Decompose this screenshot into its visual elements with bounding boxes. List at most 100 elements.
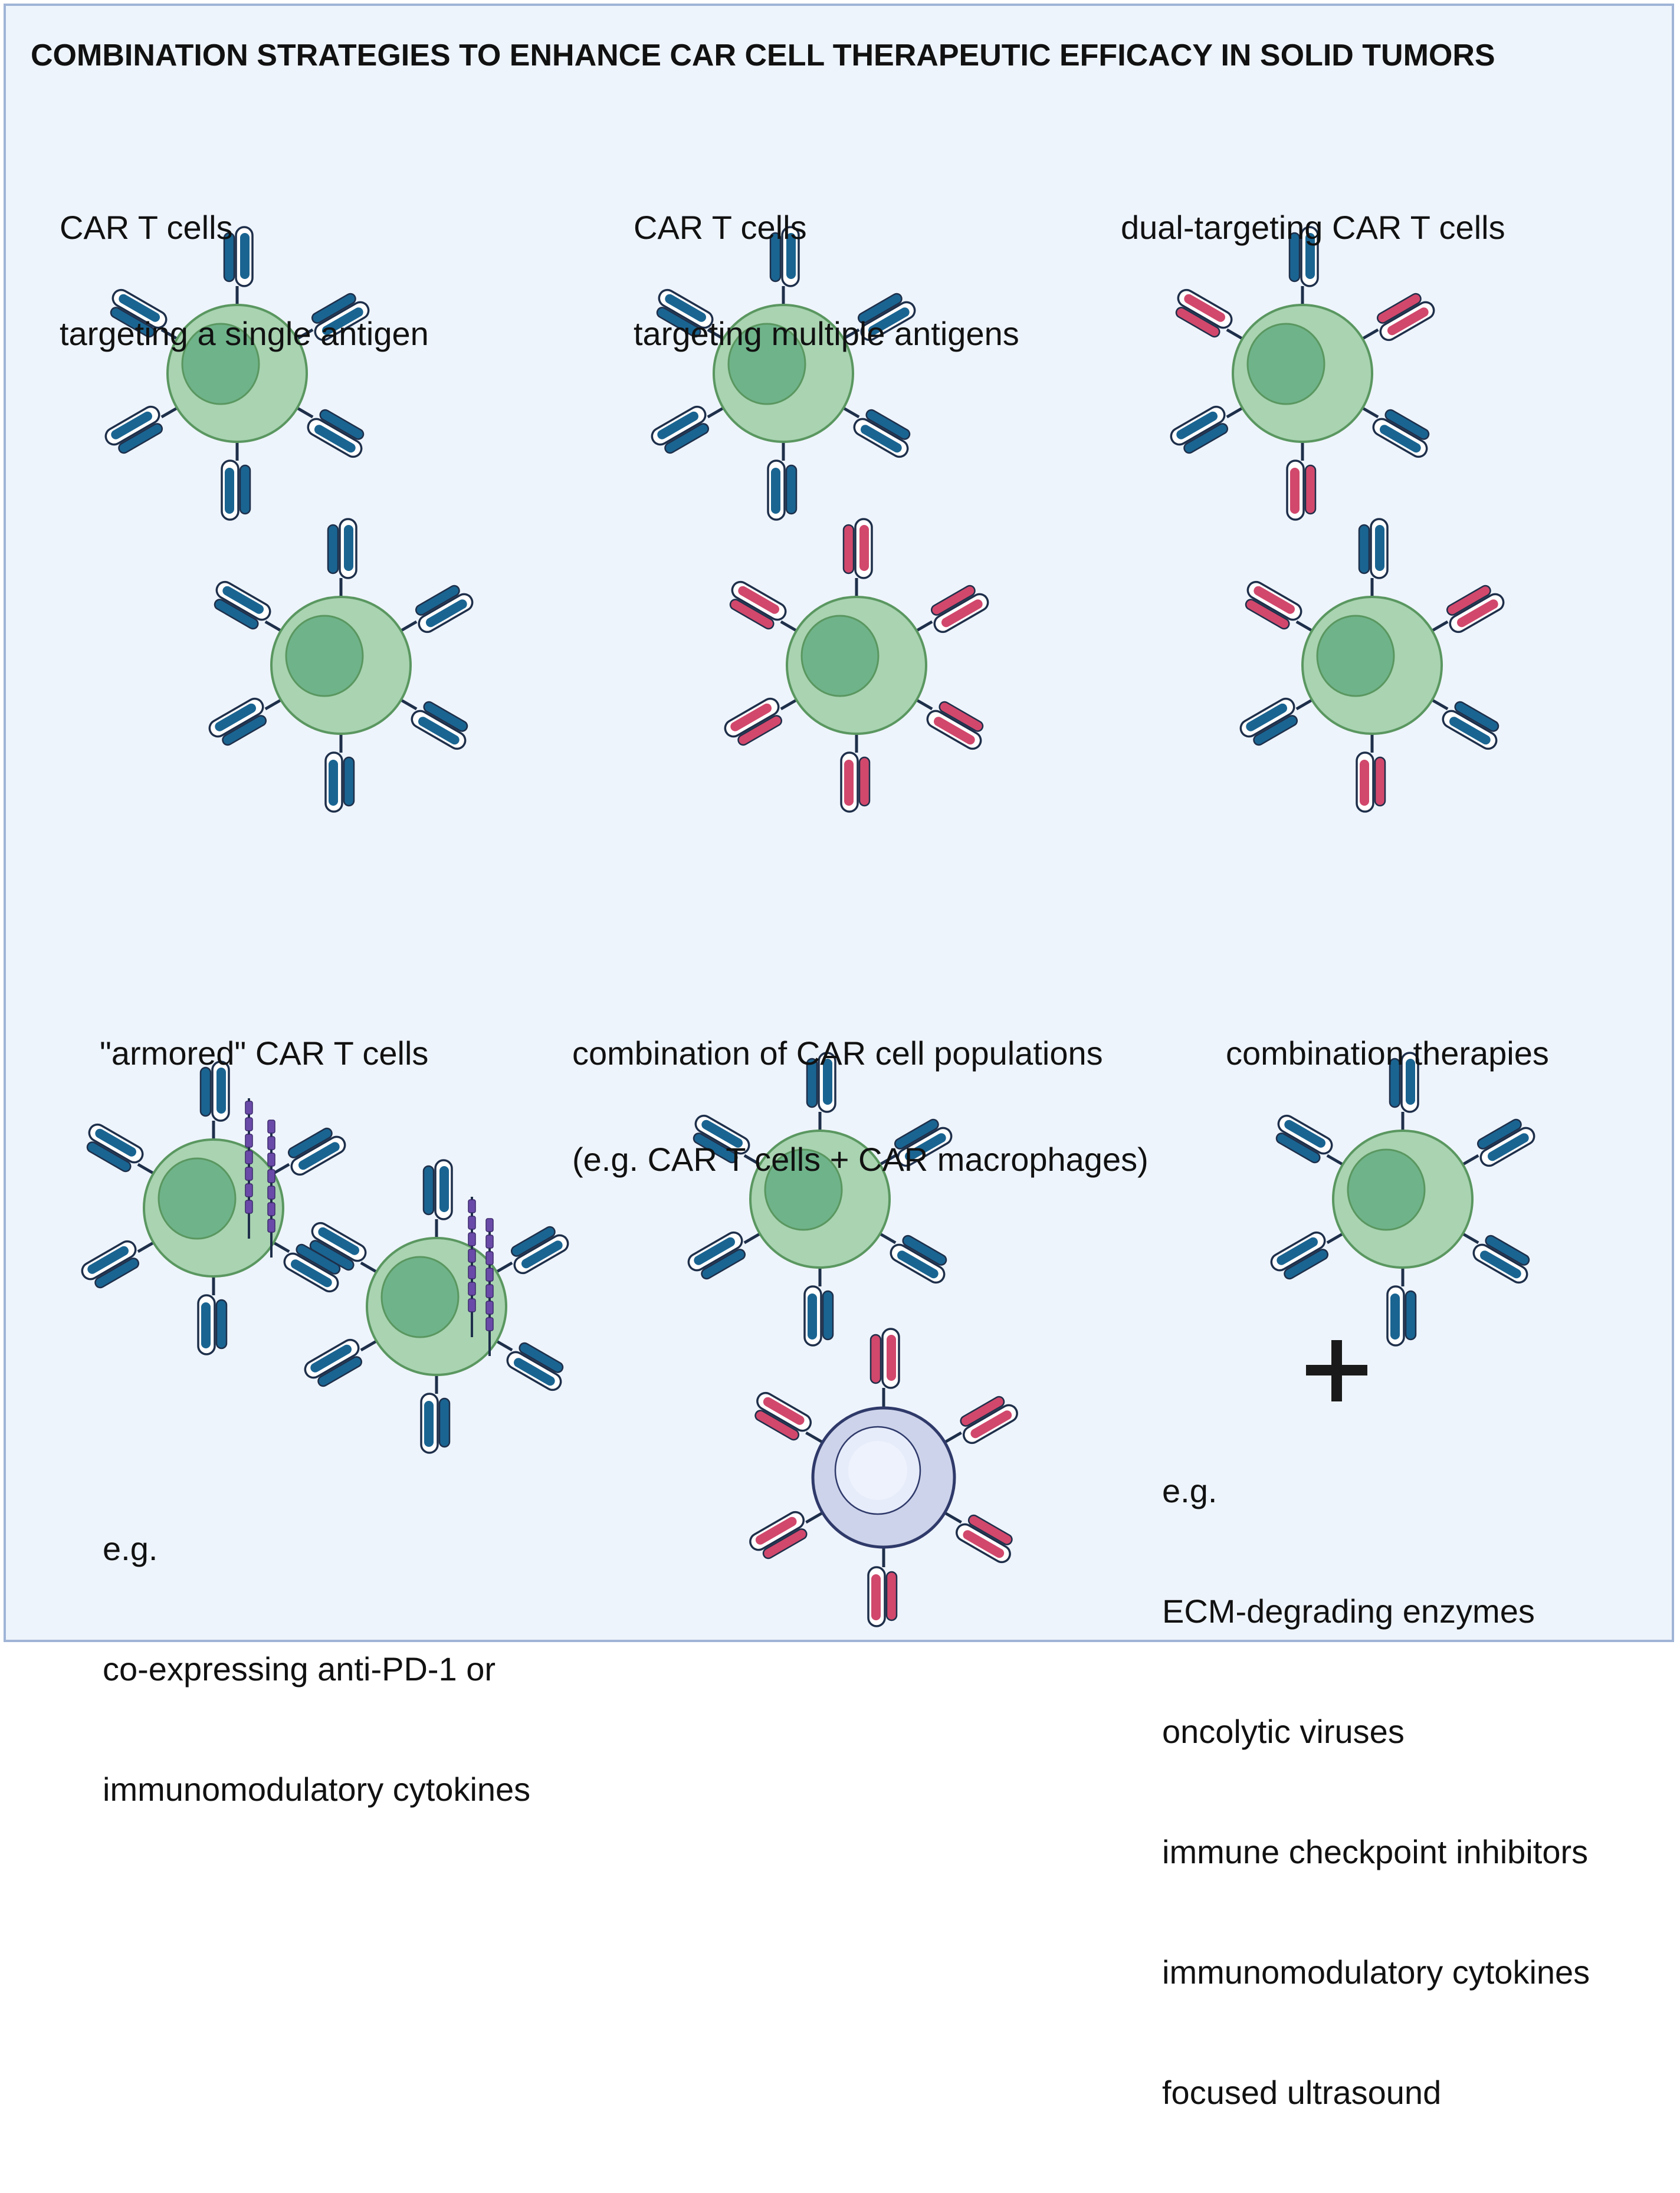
armor-receptor-icon [468, 1197, 476, 1337]
panel-dual-label: dual-targeting CAR T cells [1121, 139, 1505, 316]
t-cell-icon [81, 1061, 346, 1355]
t-cell-icon [1170, 226, 1435, 521]
panel-single-label-line-2: targeting a single antigen [60, 315, 429, 352]
armor-receptor-icon [267, 1120, 275, 1258]
car-receptor-icon [869, 1328, 900, 1408]
car-receptor-icon [877, 1231, 947, 1284]
armor-receptor-icon [485, 1218, 494, 1356]
car-receptor-icon [494, 1226, 569, 1275]
therapies-example-line-3: oncolytic viruses [1162, 1713, 1405, 1750]
car-receptor-icon [1286, 441, 1317, 521]
car-receptor-icon [104, 405, 180, 454]
car-receptor-icon [693, 1114, 763, 1167]
panel-armored-example: e.g. co-expressing anti-PD-1 or immunomo… [103, 1449, 530, 1890]
car-receptor-icon [914, 585, 989, 633]
car-receptor-icon [223, 226, 254, 306]
figure-frame: COMBINATION STRATEGIES TO ENHANCE CAR CE… [4, 4, 1674, 2111]
car-receptor-icon [398, 697, 468, 750]
car-receptor-icon [841, 405, 911, 458]
car-receptor-icon [208, 697, 284, 746]
t-cell-icon [304, 1159, 569, 1454]
car-receptor-icon [769, 226, 800, 306]
car-receptor-icon [840, 733, 871, 813]
car-receptor-icon [841, 293, 916, 342]
car-receptor-icon [420, 1374, 451, 1454]
panel-populations-label-line-1: combination of CAR cell populations [572, 1035, 1103, 1072]
car-receptor-icon [803, 1266, 834, 1347]
therapies-example-line-2: ECM-degrading enzymes [1162, 1593, 1535, 1630]
car-receptor-icon [294, 405, 365, 458]
t-cell-icon [1239, 518, 1505, 813]
car-receptor-icon [943, 1511, 1013, 1564]
car-receptor-icon [324, 733, 355, 813]
car-receptor-icon [1288, 226, 1319, 306]
car-receptor-icon [651, 405, 726, 454]
t-cell-icon [687, 1052, 953, 1347]
car-receptor-icon [1275, 1114, 1346, 1167]
car-receptor-icon [1360, 293, 1435, 342]
car-receptor-icon [767, 441, 798, 521]
car-receptor-icon [494, 1338, 564, 1391]
car-receptor-icon [309, 1222, 379, 1275]
panel-therapies-label: combination therapies [1226, 965, 1549, 1142]
panel-dual-label-line-1: dual-targeting CAR T cells [1121, 209, 1505, 246]
car-receptor-icon [1360, 405, 1430, 458]
t-cell-icon [208, 518, 474, 813]
car-receptor-icon [1386, 1266, 1417, 1347]
car-receptor-icon [110, 288, 180, 342]
panel-armored-label-line-1: "armored" CAR T cells [100, 1035, 429, 1072]
car-receptor-icon [754, 1391, 825, 1445]
armored-example-line-2: co-expressing anti-PD-1 or [103, 1650, 496, 1688]
car-receptor-icon [914, 697, 984, 750]
plus-icon [1306, 1340, 1367, 1401]
armored-example-line-3: immunomodulatory cytokines [103, 1771, 531, 1808]
car-receptor-icon [304, 1338, 379, 1387]
car-receptor-icon [806, 1052, 836, 1132]
panel-therapies-example: e.g. ECM-degrading enzymes oncolytic vir… [1162, 1391, 1590, 2193]
car-receptor-icon [1175, 288, 1245, 342]
car-receptor-icon [1429, 585, 1505, 633]
therapies-example-line-1: e.g. [1162, 1472, 1218, 1509]
car-receptor-icon [867, 1547, 898, 1627]
t-cell-icon [724, 518, 989, 813]
therapies-example-line-5: immunomodulatory cytokines [1162, 1954, 1590, 1991]
car-receptor-icon [197, 1275, 228, 1355]
car-receptor-icon [1356, 733, 1386, 813]
car-receptor-icon [687, 1231, 763, 1280]
therapies-example-line-4: immune checkpoint inhibitors [1162, 1833, 1589, 1870]
car-receptor-icon [327, 518, 357, 598]
car-receptor-icon [1358, 518, 1389, 598]
car-receptor-icon [271, 1127, 346, 1176]
t-cell-icon [651, 226, 916, 521]
car-receptor-icon [1460, 1118, 1535, 1167]
car-receptor-icon [943, 1396, 1018, 1445]
panel-populations-label-line-2: (e.g. CAR T cells + CAR macrophages) [572, 1141, 1149, 1178]
panel-single-label-line-1: CAR T cells [60, 209, 233, 246]
car-receptor-icon [1270, 1231, 1346, 1280]
car-receptor-icon [877, 1118, 953, 1167]
panel-single-label: CAR T cells targeting a single antigen [60, 139, 429, 422]
car-receptor-icon [656, 288, 726, 342]
panel-multiple-label: CAR T cells targeting multiple antigens [634, 139, 1019, 422]
t-cell-icon [1270, 1052, 1535, 1347]
car-receptor-icon [1170, 405, 1245, 454]
armor-receptor-icon [245, 1098, 253, 1239]
car-receptor-icon [729, 580, 799, 633]
panel-armored-label: "armored" CAR T cells [100, 965, 428, 1142]
car-receptor-icon [749, 1511, 825, 1560]
car-receptor-icon [398, 585, 474, 633]
therapies-example-line-6: focused ultrasound [1162, 2074, 1442, 2111]
car-receptor-icon [86, 1123, 156, 1176]
macrophage-icon [749, 1328, 1018, 1627]
car-receptor-icon [1389, 1052, 1419, 1132]
armored-example-line-1: e.g. [103, 1530, 158, 1567]
diagram-art [81, 226, 1535, 1627]
car-receptor-icon [221, 441, 251, 521]
panel-populations-label: combination of CAR cell populations (e.g… [572, 965, 1149, 1248]
car-receptor-icon [842, 518, 873, 598]
car-receptor-icon [1429, 697, 1499, 750]
car-receptor-icon [1460, 1231, 1530, 1284]
car-receptor-icon [214, 580, 284, 633]
car-receptor-icon [271, 1240, 341, 1293]
car-receptor-icon [81, 1240, 156, 1289]
